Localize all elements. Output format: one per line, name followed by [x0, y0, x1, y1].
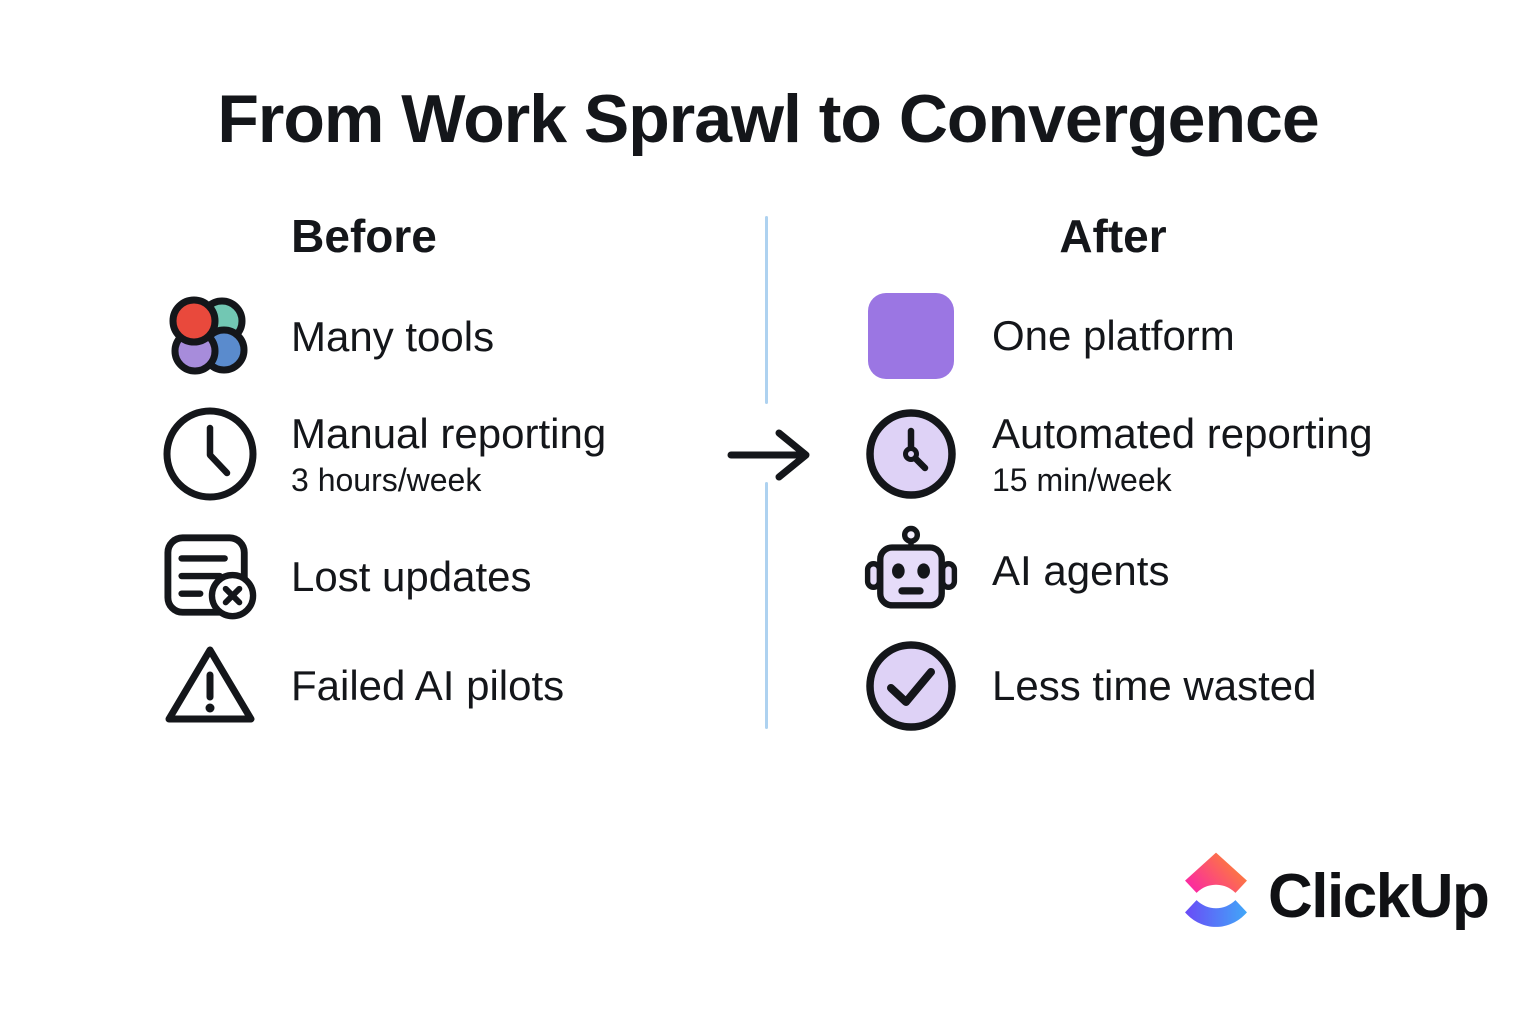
after-column-header: After: [1059, 210, 1167, 262]
after-row-less-time-wasted: Less time wasted: [864, 639, 1316, 733]
before-row-many-tools: Many tools: [163, 290, 494, 384]
clickup-logo-text: ClickUp: [1268, 862, 1490, 931]
automated-clock-icon: [864, 407, 958, 501]
after-item-label: Automated reporting: [992, 410, 1373, 458]
before-column-header: Before: [291, 210, 437, 262]
lost-updates-document-icon: [163, 530, 257, 624]
divider-line-bottom: [765, 482, 768, 729]
before-item-sublabel: 3 hours/week: [291, 461, 482, 498]
after-row-automated-reporting: Automated reporting 15 min/week: [864, 407, 1373, 501]
clickup-logo: ClickUp: [1180, 851, 1490, 942]
warning-triangle-icon: [163, 639, 257, 733]
before-item-label: Many tools: [291, 312, 495, 360]
divider-line-top: [765, 216, 768, 404]
right-arrow-icon: [727, 427, 815, 483]
before-row-failed-ai-pilots: Failed AI pilots: [163, 639, 564, 733]
after-item-sublabel: 15 min/week: [992, 461, 1172, 498]
before-item-label: Manual reporting: [291, 410, 607, 458]
after-row-one-platform: One platform: [864, 289, 1235, 383]
robot-icon: [864, 524, 958, 618]
after-item-label: AI agents: [992, 546, 1170, 594]
before-item-label: Failed AI pilots: [291, 661, 565, 709]
page-title: From Work Sprawl to Convergence: [217, 81, 1319, 157]
after-row-ai-agents: AI agents: [864, 524, 1169, 618]
after-item-label: Less time wasted: [992, 661, 1317, 709]
before-item-label: Lost updates: [291, 552, 532, 600]
after-item-label: One platform: [992, 311, 1235, 359]
one-platform-square-icon: [864, 289, 958, 383]
many-tools-icon: [163, 290, 257, 384]
before-row-manual-reporting: Manual reporting 3 hours/week: [163, 407, 606, 501]
check-circle-icon: [864, 639, 958, 733]
before-row-lost-updates: Lost updates: [163, 530, 532, 624]
clock-icon: [163, 407, 257, 501]
clickup-logo-icon: [1180, 851, 1252, 942]
